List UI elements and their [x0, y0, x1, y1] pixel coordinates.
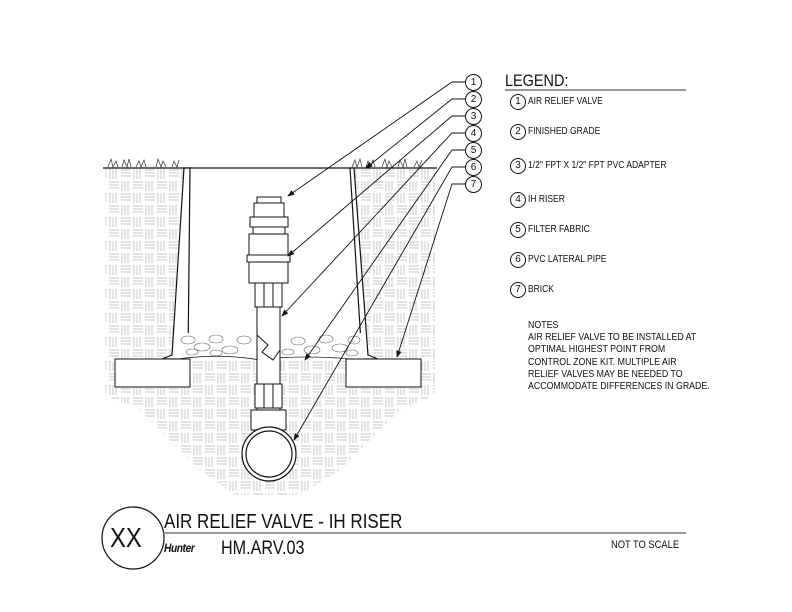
callout-3: 3: [465, 108, 482, 125]
notes-line: AIR RELIEF VALVE TO BE INSTALLED AT: [528, 332, 697, 344]
brick-right: [345, 358, 422, 388]
callout-2: 2: [465, 91, 482, 108]
callout-4: 4: [465, 125, 482, 142]
legend-label: AIR RELIEF VALVE: [528, 96, 603, 107]
legend-number: 1: [510, 94, 526, 110]
grass-tufts: [107, 157, 423, 169]
detail-id-circle: [101, 506, 165, 570]
notes-line: RELIEF VALVES MAY BE NEEDED TO: [528, 368, 683, 380]
legend-label: FINISHED GRADE: [528, 126, 601, 137]
legend-label: IH RISER: [528, 194, 565, 205]
pvc-lateral-pipe: [241, 426, 297, 482]
drawing-title: AIR RELIEF VALVE - IH RISER: [164, 511, 403, 533]
drawing-number: HM.ARV.03: [221, 538, 305, 559]
hunter-logo: Hunter: [164, 541, 195, 555]
brick-left: [114, 358, 191, 388]
legend-number: 4: [510, 192, 526, 208]
legend-number: 2: [510, 124, 526, 140]
callout-1: 1: [465, 74, 482, 91]
soil-hatch: [105, 168, 435, 495]
callout-5: 5: [465, 142, 482, 159]
leader-lines: [281, 81, 465, 441]
legend-label: FILTER FABRIC: [528, 224, 590, 235]
notes-block: NOTES AIR RELIEF VALVE TO BE INSTALLED A…: [528, 320, 710, 393]
scale-note: NOT TO SCALE: [611, 539, 680, 551]
notes-heading: NOTES: [528, 320, 559, 331]
notes-line: ACCOMMODATE DIFFERENCES IN GRADE.: [528, 381, 710, 393]
legend-label: 1/2" FPT X 1/2" FPT PVC ADAPTER: [528, 160, 667, 171]
notes-line: CONTROL ZONE KIT. MULTIPLE AIR: [528, 356, 677, 368]
legend-label: PVC LATERAL PIPE: [528, 254, 607, 265]
legend-label: BRICK: [528, 284, 554, 295]
legend-number: 7: [510, 282, 526, 298]
legend-number: 6: [510, 252, 526, 268]
notes-line: OPTIMAL HIGHEST POINT FROM: [528, 344, 666, 356]
ih-riser-assembly: [246, 196, 291, 434]
callout-7: 7: [465, 176, 482, 193]
legend-title: LEGEND:: [505, 71, 569, 90]
callout-6: 6: [465, 159, 482, 176]
detail-id: XX: [110, 522, 142, 553]
legend-number: 5: [510, 222, 526, 238]
legend-number: 3: [510, 158, 526, 174]
